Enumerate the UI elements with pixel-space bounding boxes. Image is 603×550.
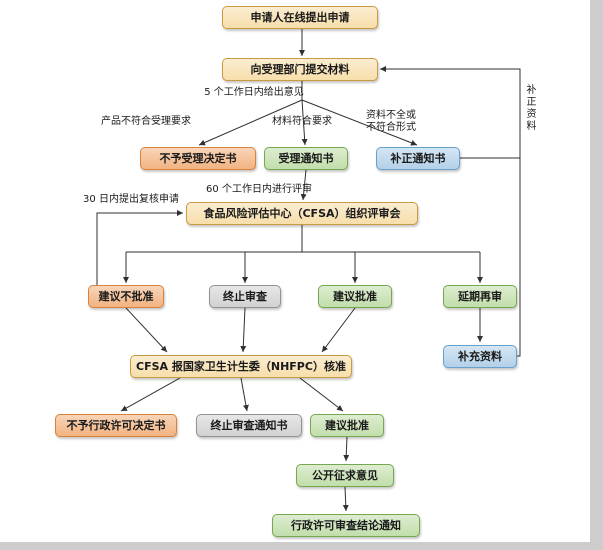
label-materials-incomplete: 资料不全或 不符合形式	[366, 110, 416, 133]
node-cfsa-review-meeting: 食品风险评估中心（CFSA）组织评审会	[186, 202, 418, 225]
node-correction-notice: 补正通知书	[376, 147, 460, 170]
node-recommend-disapproval: 建议不批准	[88, 285, 164, 308]
edge-nhfpc-to-termnotice	[240, 377, 249, 412]
edge-public-to-conclusion	[342, 486, 349, 512]
label-five-working-days: 5 个工作日内给出意见	[204, 87, 304, 98]
label-correction-materials: 补正资料	[524, 84, 535, 132]
node-nhfpc-approval: CFSA 报国家卫生计生委（NHFPC）核准	[130, 355, 352, 378]
node-supplement-materials: 补充资料	[443, 345, 517, 368]
edge-cfsa-distribution	[126, 225, 480, 253]
edge-nhfpc-to-nolicense	[120, 377, 181, 412]
node-public-comment: 公开征求意见	[296, 464, 394, 487]
edge-notapprove-to-nhfpc	[125, 307, 168, 353]
node-terminate-review: 终止审查	[209, 285, 281, 308]
node-recommend-approval: 建议批准	[318, 285, 392, 308]
node-termination-notice: 终止审查通知书	[196, 414, 302, 437]
edge-nhfpc-to-approve2	[299, 377, 344, 412]
label-sixty-working-days: 60 个工作日内进行评审	[206, 184, 312, 195]
node-conclusion-notice: 行政许可审查结论通知	[272, 514, 420, 537]
edge-terminate-to-nhfpc	[240, 307, 247, 353]
screenshot-bottom-border	[0, 542, 590, 550]
node-recommend-approval-2: 建议批准	[310, 414, 384, 437]
node-acceptance-notice: 受理通知书	[264, 147, 348, 170]
node-no-license-decision: 不予行政许可决定书	[55, 414, 177, 437]
label-product-not-qualified: 产品不符合受理要求	[101, 116, 191, 127]
node-apply-online: 申请人在线提出申请	[222, 6, 378, 29]
edge-approve-to-nhfpc	[321, 307, 356, 353]
label-materials-qualified: 材料符合要求	[272, 116, 332, 127]
edge-review-request-feedback	[96, 210, 183, 285]
node-submit-materials: 向受理部门提交材料	[222, 58, 378, 81]
edge-approve2-to-public	[343, 436, 350, 462]
node-postpone-rereview: 延期再审	[443, 285, 517, 308]
label-thirty-days-review-request: 30 日内提出复核申请	[83, 194, 179, 205]
screenshot-right-border	[590, 0, 603, 550]
node-reject-acceptance: 不予受理决定书	[140, 147, 256, 170]
